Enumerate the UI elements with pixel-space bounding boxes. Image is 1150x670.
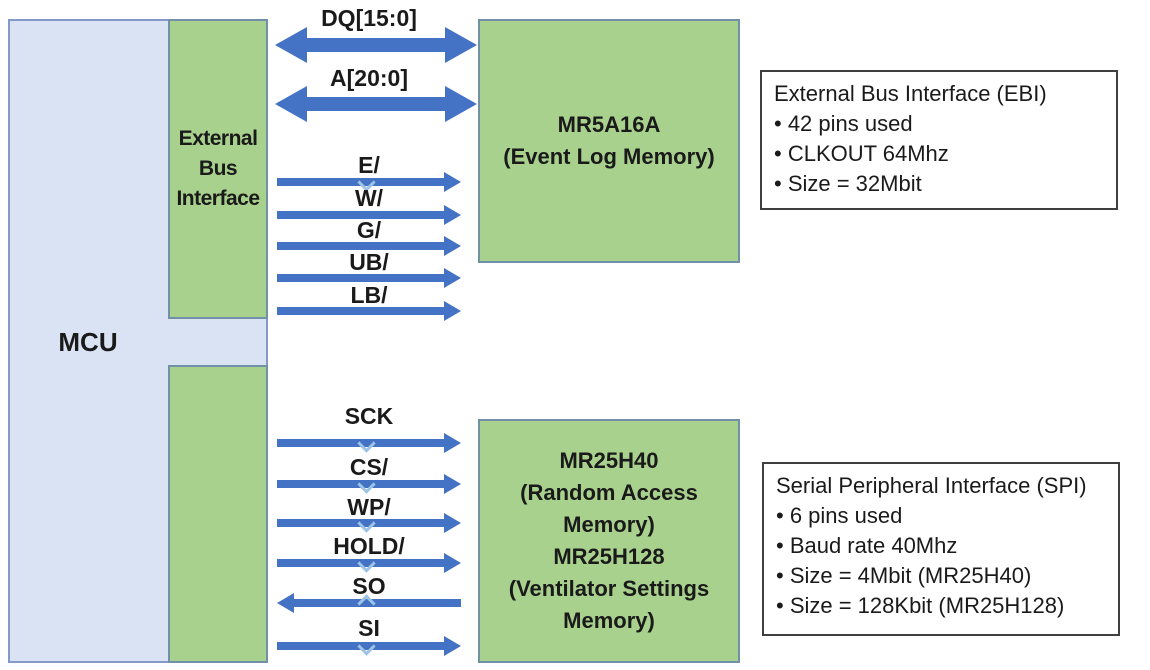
ebi-info-title: External Bus Interface (EBI): [774, 81, 1047, 106]
settings-memory-block: MR25H40 (Random Access Memory) MR25H128 …: [478, 419, 740, 663]
settings-memory-label: MR25H40 (Random Access Memory) MR25H128 …: [509, 445, 709, 637]
signal-arrow-sck: [277, 433, 461, 453]
arrowhead-right-icon: [444, 553, 461, 573]
arrowhead-left-icon: [275, 27, 307, 63]
arrow-shaft: [277, 211, 447, 219]
mcu-label: MCU: [58, 327, 118, 357]
spi-info-title: Serial Peripheral Interface (SPI): [776, 473, 1087, 498]
settings-memory-line: Memory): [563, 512, 655, 537]
arrowhead-right-icon: [444, 636, 461, 656]
signal-label-wp: WP/: [347, 494, 391, 520]
arrow-shaft: [303, 38, 449, 52]
event-log-memory-desc: (Event Log Memory): [503, 144, 715, 169]
arrowhead-right-icon: [444, 513, 461, 533]
signal-arrow-wp: [277, 513, 461, 533]
spi-info-list: • 6 pins used • Baud rate 40Mhz • Size =…: [776, 501, 1106, 621]
signal-arrow-lb: [277, 301, 461, 321]
signal-arrow-a-bidirectional: [275, 86, 477, 122]
signal-label-g: G/: [356, 217, 382, 243]
signal-label-cs: CS/: [349, 454, 389, 480]
spi-info-bullet: • Size = 4Mbit (MR25H40): [776, 563, 1032, 588]
arrowhead-right-icon: [444, 236, 461, 256]
spi-info-bullet: • Baud rate 40Mhz: [776, 533, 958, 558]
ebi-info-box: External Bus Interface (EBI) • 42 pins u…: [760, 70, 1118, 210]
signal-label-e: E/: [358, 152, 380, 178]
settings-memory-line: MR25H128: [553, 544, 665, 569]
arrow-shaft: [277, 642, 447, 650]
event-log-memory-block: MR5A16A (Event Log Memory): [478, 19, 740, 263]
arrowhead-right-icon: [444, 172, 461, 192]
signal-label-si: SI: [358, 615, 380, 641]
spi-info-box: Serial Peripheral Interface (SPI) • 6 pi…: [762, 462, 1120, 636]
spi-interface-block: [168, 365, 268, 663]
event-log-memory-part: MR5A16A: [557, 112, 661, 137]
arrow-shaft: [277, 519, 447, 527]
arrow-shaft: [277, 307, 447, 315]
settings-memory-line: (Ventilator Settings: [508, 576, 710, 601]
arrowhead-right-icon: [444, 301, 461, 321]
signal-arrow-hold: [277, 553, 461, 573]
signal-label-lb: LB/: [350, 282, 388, 308]
arrowhead-right-icon: [444, 268, 461, 288]
arrowhead-right-icon: [445, 86, 477, 122]
ebi-interface-block: External Bus Interface: [168, 19, 268, 319]
signal-label-sck: SCK: [344, 403, 394, 429]
signal-label-ub: UB/: [349, 249, 389, 275]
ebi-info-bullet: • CLKOUT 64Mhz: [774, 141, 949, 166]
arrow-shaft: [277, 242, 447, 250]
arrowhead-right-icon: [444, 474, 461, 494]
arrow-shaft: [277, 480, 447, 488]
signal-arrow-so: [277, 593, 461, 613]
ebi-info-list: • 42 pins used • CLKOUT 64Mhz • Size = 3…: [774, 109, 1104, 199]
arrow-shaft: [277, 178, 447, 186]
arrowhead-right-icon: [444, 433, 461, 453]
signal-arrow-cs: [277, 474, 461, 494]
signal-arrow-si: [277, 636, 461, 656]
arrow-shaft: [277, 274, 447, 282]
arrow-shaft: [277, 559, 447, 567]
signal-arrow-w: [277, 205, 461, 225]
arrowhead-right-icon: [444, 205, 461, 225]
arrowhead-left-icon: [275, 86, 307, 122]
settings-memory-line: Memory): [563, 608, 655, 633]
arrow-shaft: [303, 97, 449, 111]
signal-arrow-g: [277, 236, 461, 256]
settings-memory-line: MR25H40: [559, 448, 659, 473]
spi-info-bullet: • Size = 128Kbit (MR25H128): [776, 593, 1065, 618]
ebi-info-bullet: • Size = 32Mbit: [774, 171, 922, 196]
arrow-shaft: [291, 599, 461, 607]
signal-label-a: A[20:0]: [330, 65, 408, 91]
signal-arrow-e: [277, 172, 461, 192]
event-log-memory-label: MR5A16A (Event Log Memory): [503, 109, 714, 173]
arrowhead-left-icon: [277, 593, 294, 613]
signal-arrow-ub: [277, 268, 461, 288]
signal-label-w: W/: [354, 185, 384, 211]
ebi-interface-label: External Bus Interface: [176, 127, 260, 210]
spi-info-bullet: • 6 pins used: [776, 503, 903, 528]
signal-label-dq: DQ[15:0]: [321, 5, 417, 31]
ebi-info-bullet: • 42 pins used: [774, 111, 913, 136]
settings-memory-line: (Random Access: [520, 480, 698, 505]
signal-arrow-dq-bidirectional: [275, 27, 477, 63]
arrow-shaft: [277, 439, 447, 447]
arrowhead-right-icon: [445, 27, 477, 63]
signal-label-so: SO: [352, 573, 386, 599]
signal-label-hold: HOLD/: [333, 533, 405, 559]
